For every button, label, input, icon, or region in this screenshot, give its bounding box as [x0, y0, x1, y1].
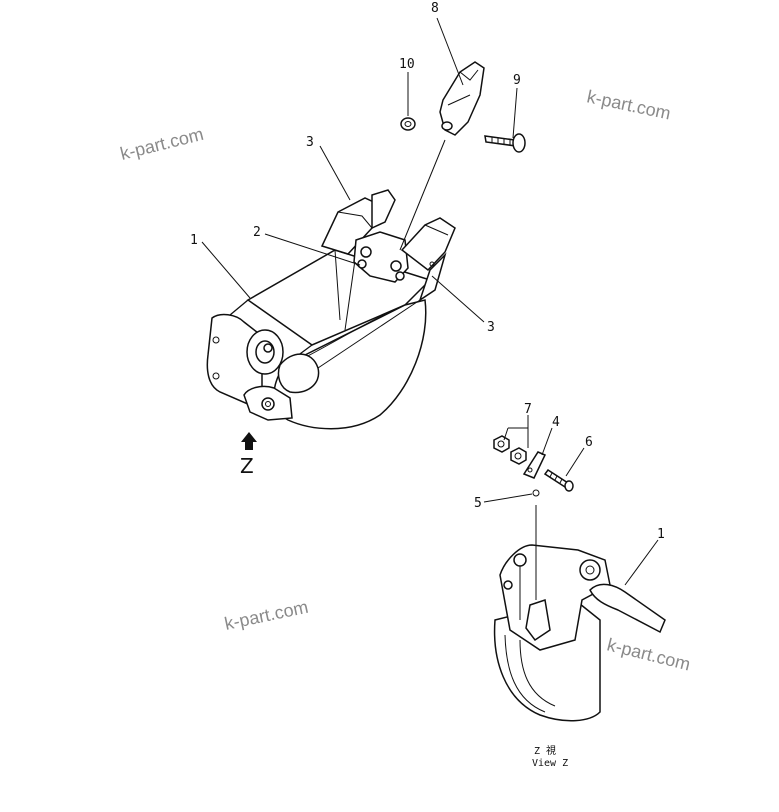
callout-9: 9 — [513, 73, 521, 88]
callout-3-upper: 3 — [306, 135, 314, 150]
nut-icon — [493, 435, 510, 453]
callout-2: 2 — [253, 225, 261, 240]
callout-8: 8 — [431, 1, 439, 16]
watermark-bottom-right: k-part.com — [605, 634, 692, 674]
view-caption-line1: Z 視 — [534, 744, 556, 757]
nut-icon — [510, 447, 527, 465]
view-z-arrow — [241, 432, 257, 450]
view-arrow-label: Z — [240, 454, 254, 478]
watermark-bottom-left: k-part.com — [223, 597, 310, 634]
callout-1: 1 — [190, 233, 198, 248]
callout-4: 4 — [552, 415, 560, 430]
bolt-icon — [543, 468, 574, 492]
callout-1-view: 1 — [657, 527, 665, 542]
callout-3-right: 3 — [487, 320, 495, 335]
watermark-top-left: k-part.com — [118, 124, 205, 164]
leader-lines — [201, 17, 659, 586]
watermark-top-right: k-part.com — [585, 86, 672, 123]
callout-7: 7 — [524, 402, 532, 417]
tooth-adapters — [320, 189, 456, 302]
bucket-main-assembly — [206, 249, 432, 430]
callout-10: 10 — [399, 57, 415, 72]
lock-pin-parts — [493, 435, 574, 497]
callout-6: 6 — [585, 435, 593, 450]
side-cutter-parts — [400, 61, 526, 153]
view-z-inset — [493, 505, 666, 722]
nut-icon — [400, 117, 416, 131]
bolt-icon — [484, 133, 526, 153]
view-caption-line2: View Z — [532, 758, 568, 769]
callout-numbers: 1 2 3 3 8 10 9 7 4 6 5 1 — [190, 1, 665, 542]
callout-5: 5 — [474, 496, 482, 511]
